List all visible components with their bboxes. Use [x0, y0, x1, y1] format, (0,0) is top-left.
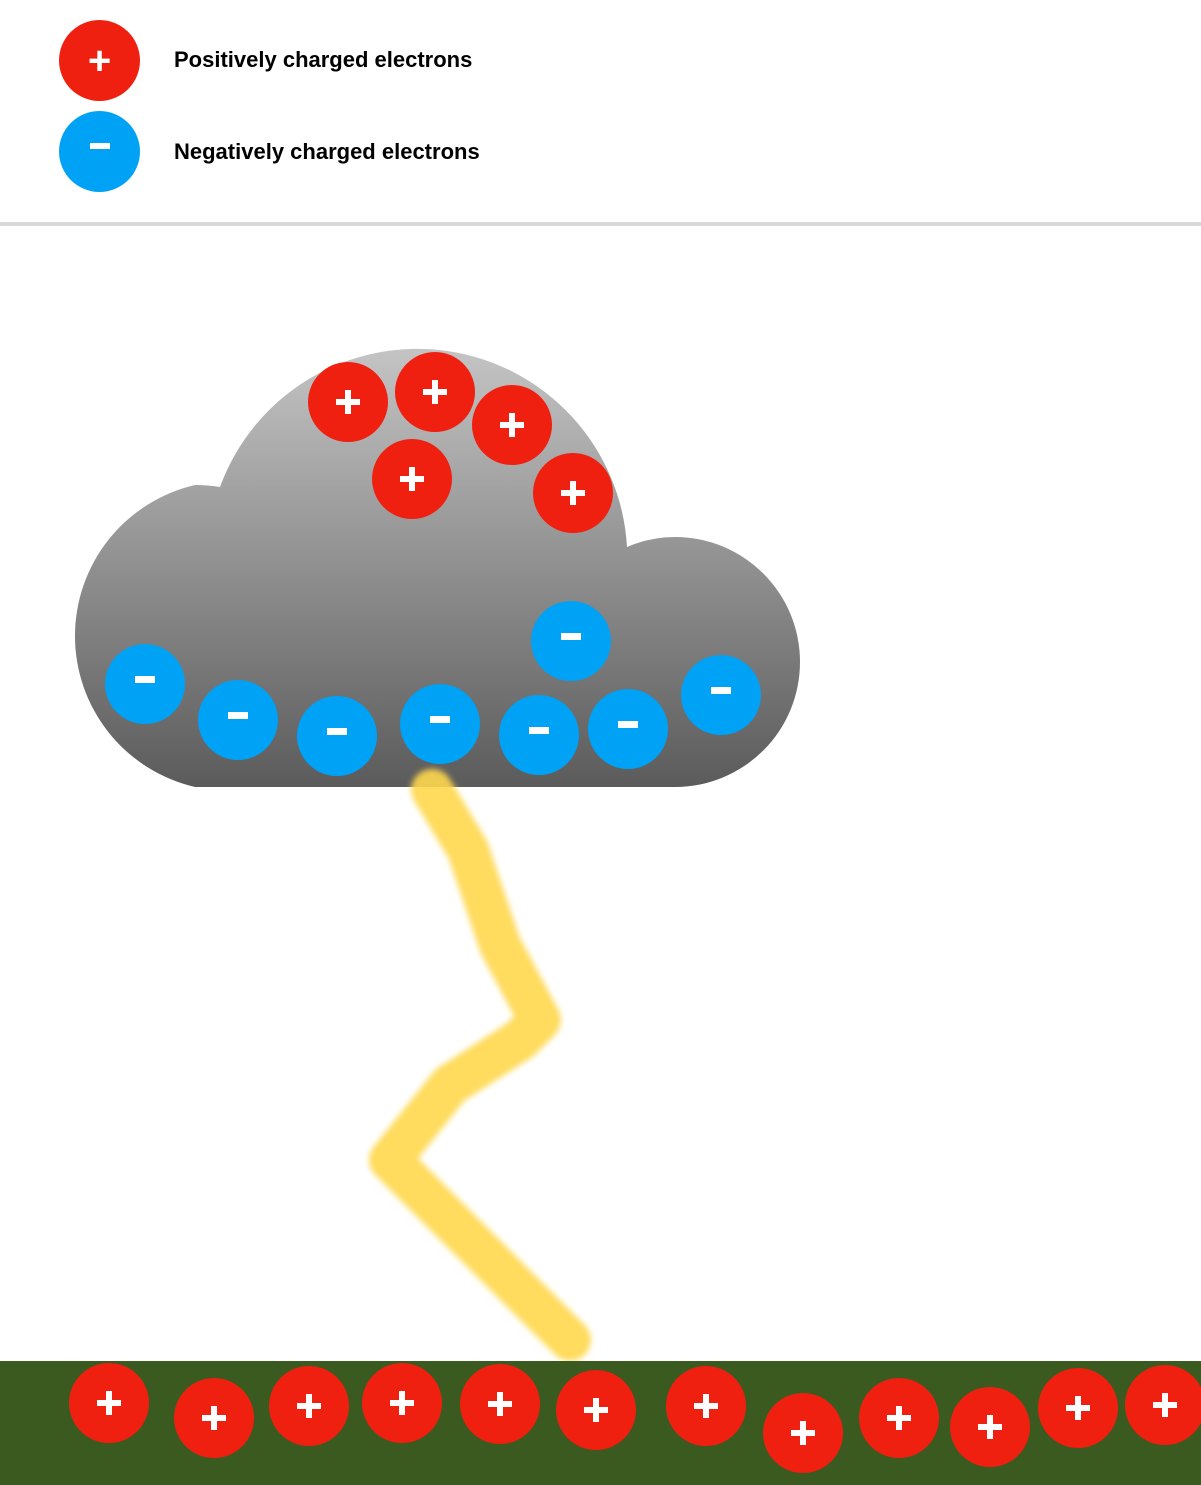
ground-positive-charge [859, 1378, 939, 1458]
negative-charge-icon [59, 111, 140, 192]
cloud-positive-charge [395, 352, 475, 432]
cloud-negative-charge [499, 695, 579, 775]
ground-positive-charge [174, 1378, 254, 1458]
ground-positive-charge [1125, 1365, 1201, 1445]
ground-positive-charge [362, 1363, 442, 1443]
negative-charge-icon [105, 644, 185, 724]
positive-charge-icon: + [59, 20, 140, 101]
cloud-negative-charge [297, 696, 377, 776]
legend-positive-label: Positively charged electrons [174, 47, 473, 72]
negative-charge-icon [681, 655, 761, 735]
negative-charge-icon [588, 689, 668, 769]
ground-positive-charge [950, 1387, 1030, 1467]
cloud-negative-charge [400, 684, 480, 764]
negative-charge-icon [198, 680, 278, 760]
negative-charge-icon [400, 684, 480, 764]
ground-positive-charge [763, 1393, 843, 1473]
cloud-positive-charge [472, 385, 552, 465]
ground-positive-charge [269, 1366, 349, 1446]
legend-negative-label: Negatively charged electrons [174, 139, 480, 164]
negative-charge-icon [499, 695, 579, 775]
cloud-positive-charge [372, 439, 452, 519]
negative-charge-icon [531, 601, 611, 681]
cloud-shape [74, 348, 800, 787]
cloud-negative-charge [681, 655, 761, 735]
cloud-negative-charge [198, 680, 278, 760]
ground-positive-charge [556, 1370, 636, 1450]
cloud-positive-charge [308, 362, 388, 442]
cloud-negative-charge [588, 689, 668, 769]
legend-negative: Negatively charged electrons [0, 111, 700, 192]
cloud-negative-charge [105, 644, 185, 724]
negative-charge-icon [297, 696, 377, 776]
ground-positive-charge [69, 1363, 149, 1443]
divider [0, 222, 1201, 226]
lightning-bolt-path [369, 769, 591, 1361]
cloud-positive-charge [533, 453, 613, 533]
storm-cloud [74, 348, 800, 787]
ground-positive-charge [1038, 1368, 1118, 1448]
legend-positive: + Positively charged electrons [0, 20, 700, 101]
ground-positive-charge [666, 1366, 746, 1446]
ground-positive-charge [460, 1364, 540, 1444]
lightning-bolt [369, 769, 591, 1361]
cloud-negative-charge [531, 601, 611, 681]
